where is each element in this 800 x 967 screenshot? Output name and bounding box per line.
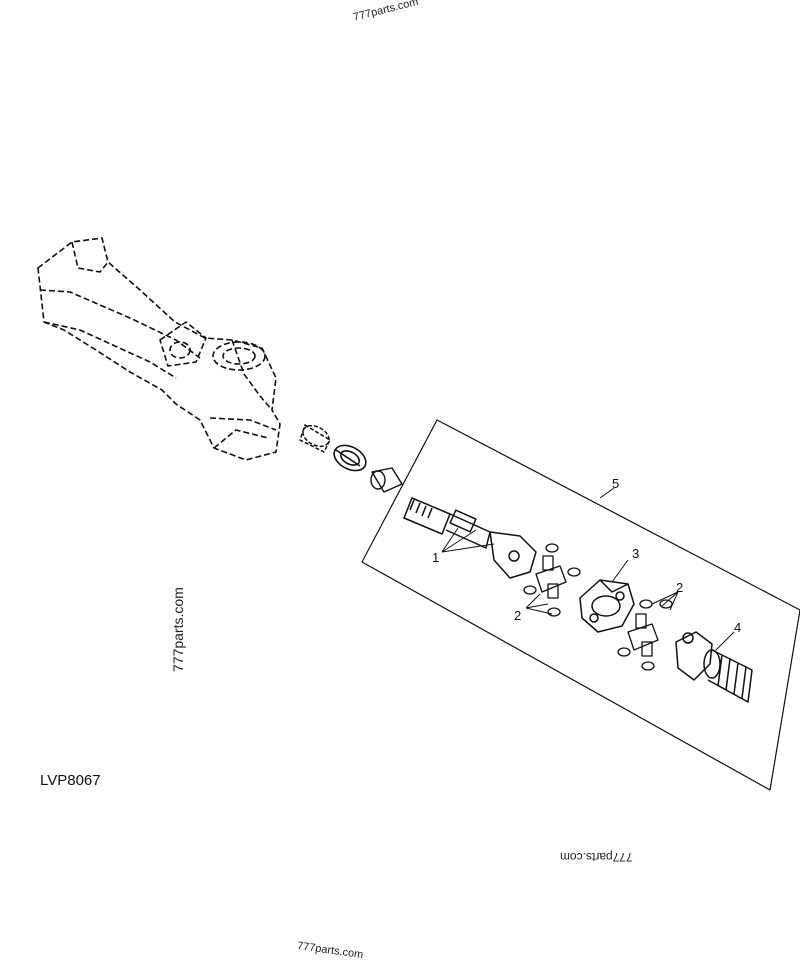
axle-housing-phantom (37, 237, 281, 461)
callout-2-left: 2 (514, 608, 522, 623)
output-shaft (675, 631, 753, 703)
callout-5: 5 (612, 476, 620, 491)
seal-phantom (299, 424, 331, 453)
input-shaft (403, 497, 537, 579)
bushing (370, 467, 403, 493)
assembly-outline (361, 419, 800, 791)
leader-lines (441, 527, 735, 651)
callout-1: 1 (432, 550, 440, 565)
center-yoke (579, 579, 635, 633)
bearing-ring (333, 444, 367, 472)
figure-code: LVP8067 (40, 772, 101, 789)
callout-3: 3 (632, 546, 640, 561)
callout-2-right: 2 (676, 580, 684, 595)
cross-kit-left (523, 543, 581, 617)
cross-kit-right (617, 599, 673, 671)
callout-4: 4 (734, 620, 742, 635)
